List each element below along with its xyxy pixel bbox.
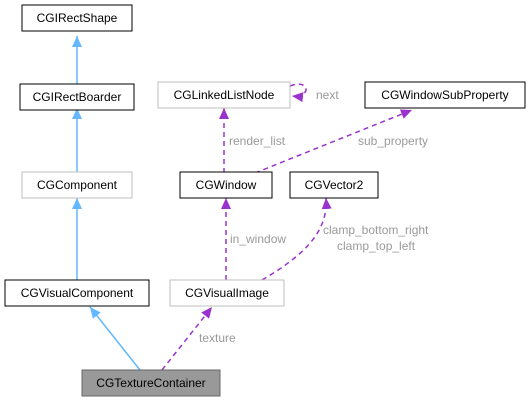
edge-texturecontainer-to-visualcomponent	[89, 306, 141, 371]
edge-clamp	[261, 197, 332, 281]
node-label: CGVisualImage	[185, 286, 269, 300]
node-cg-window[interactable]: CGWindow	[179, 171, 273, 199]
node-label: CGIRectShape	[37, 11, 118, 25]
edge-label-next: next	[316, 88, 339, 102]
node-label: CGComponent	[37, 178, 118, 192]
edge-label-sub-property: sub_property	[358, 134, 428, 148]
edge-label-in-window: in_window	[230, 232, 286, 246]
edge-label-clamp-bottom-right: clamp_bottom_right	[323, 223, 429, 237]
node-cg-visual-component[interactable]: CGVisualComponent	[4, 279, 150, 307]
node-cgi-rect-shape[interactable]: CGIRectShape	[21, 4, 133, 32]
node-cg-window-sub-property[interactable]: CGWindowSubProperty	[364, 81, 526, 109]
inheritance-edges	[72, 36, 141, 371]
node-label: CGWindowSubProperty	[381, 88, 508, 102]
edge-label-render-list: render_list	[229, 134, 286, 148]
node-cg-vector2[interactable]: CGVector2	[289, 171, 379, 199]
node-cg-visual-image[interactable]: CGVisualImage	[169, 279, 285, 307]
edge-label-clamp-top-left: clamp_top_left	[337, 239, 416, 253]
node-label: CGLinkedListNode	[174, 88, 275, 102]
node-label: CGVector2	[305, 178, 364, 192]
node-cg-linked-list-node[interactable]: CGLinkedListNode	[157, 81, 291, 109]
edge-texture	[161, 306, 213, 371]
node-label: CGWindow	[196, 178, 257, 192]
edge-labels: next render_list sub_property in_window …	[199, 88, 429, 345]
node-label: CGIRectBoarder	[33, 90, 122, 104]
edge-next-self	[289, 83, 307, 103]
node-cg-texture-container[interactable]: CGTextureContainer	[81, 369, 221, 397]
edge-label-texture: texture	[199, 331, 236, 345]
node-label: CGVisualComponent	[21, 286, 134, 300]
node-label: CGTextureContainer	[96, 376, 205, 390]
edge-sub-property	[254, 109, 413, 174]
node-cgi-rect-boarder[interactable]: CGIRectBoarder	[19, 83, 135, 111]
node-cg-component[interactable]: CGComponent	[21, 171, 133, 199]
usage-edges	[161, 83, 413, 371]
